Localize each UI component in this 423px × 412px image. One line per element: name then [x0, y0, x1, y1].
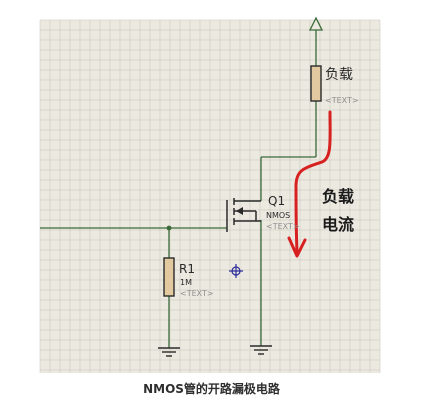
ground-symbol-transistor — [250, 345, 272, 355]
crosshair-marker-icon — [229, 264, 243, 278]
load-label: 负载 — [325, 67, 353, 83]
load-current-arrowhead — [287, 236, 307, 258]
wires — [40, 30, 317, 348]
resistor-ref-label: R1 — [179, 262, 195, 276]
transistor-ref-label: Q1 — [268, 194, 285, 208]
supply-terminal-icon — [308, 16, 324, 31]
figure-caption: NMOS管的开路漏极电路 — [143, 382, 280, 396]
load-resistor — [310, 65, 322, 102]
ground-symbol-resistor — [158, 347, 180, 357]
gate-junction-dot — [166, 225, 172, 231]
resistor-value-label: 1M — [180, 278, 192, 287]
current-label-line1: 负载 — [322, 187, 354, 206]
transistor-type-label: NMOS — [266, 211, 290, 220]
transistor-text-tag: <TEXT> — [266, 222, 300, 231]
resistor-r1 — [163, 257, 175, 297]
resistor-text-tag: <TEXT> — [180, 289, 214, 298]
load-current-arrow — [294, 110, 332, 254]
grid-lines — [39, 19, 381, 373]
nmos-arrow-icon — [236, 207, 243, 215]
load-text-tag: <TEXT> — [325, 96, 359, 105]
current-label-line2: 电流 — [322, 215, 354, 234]
